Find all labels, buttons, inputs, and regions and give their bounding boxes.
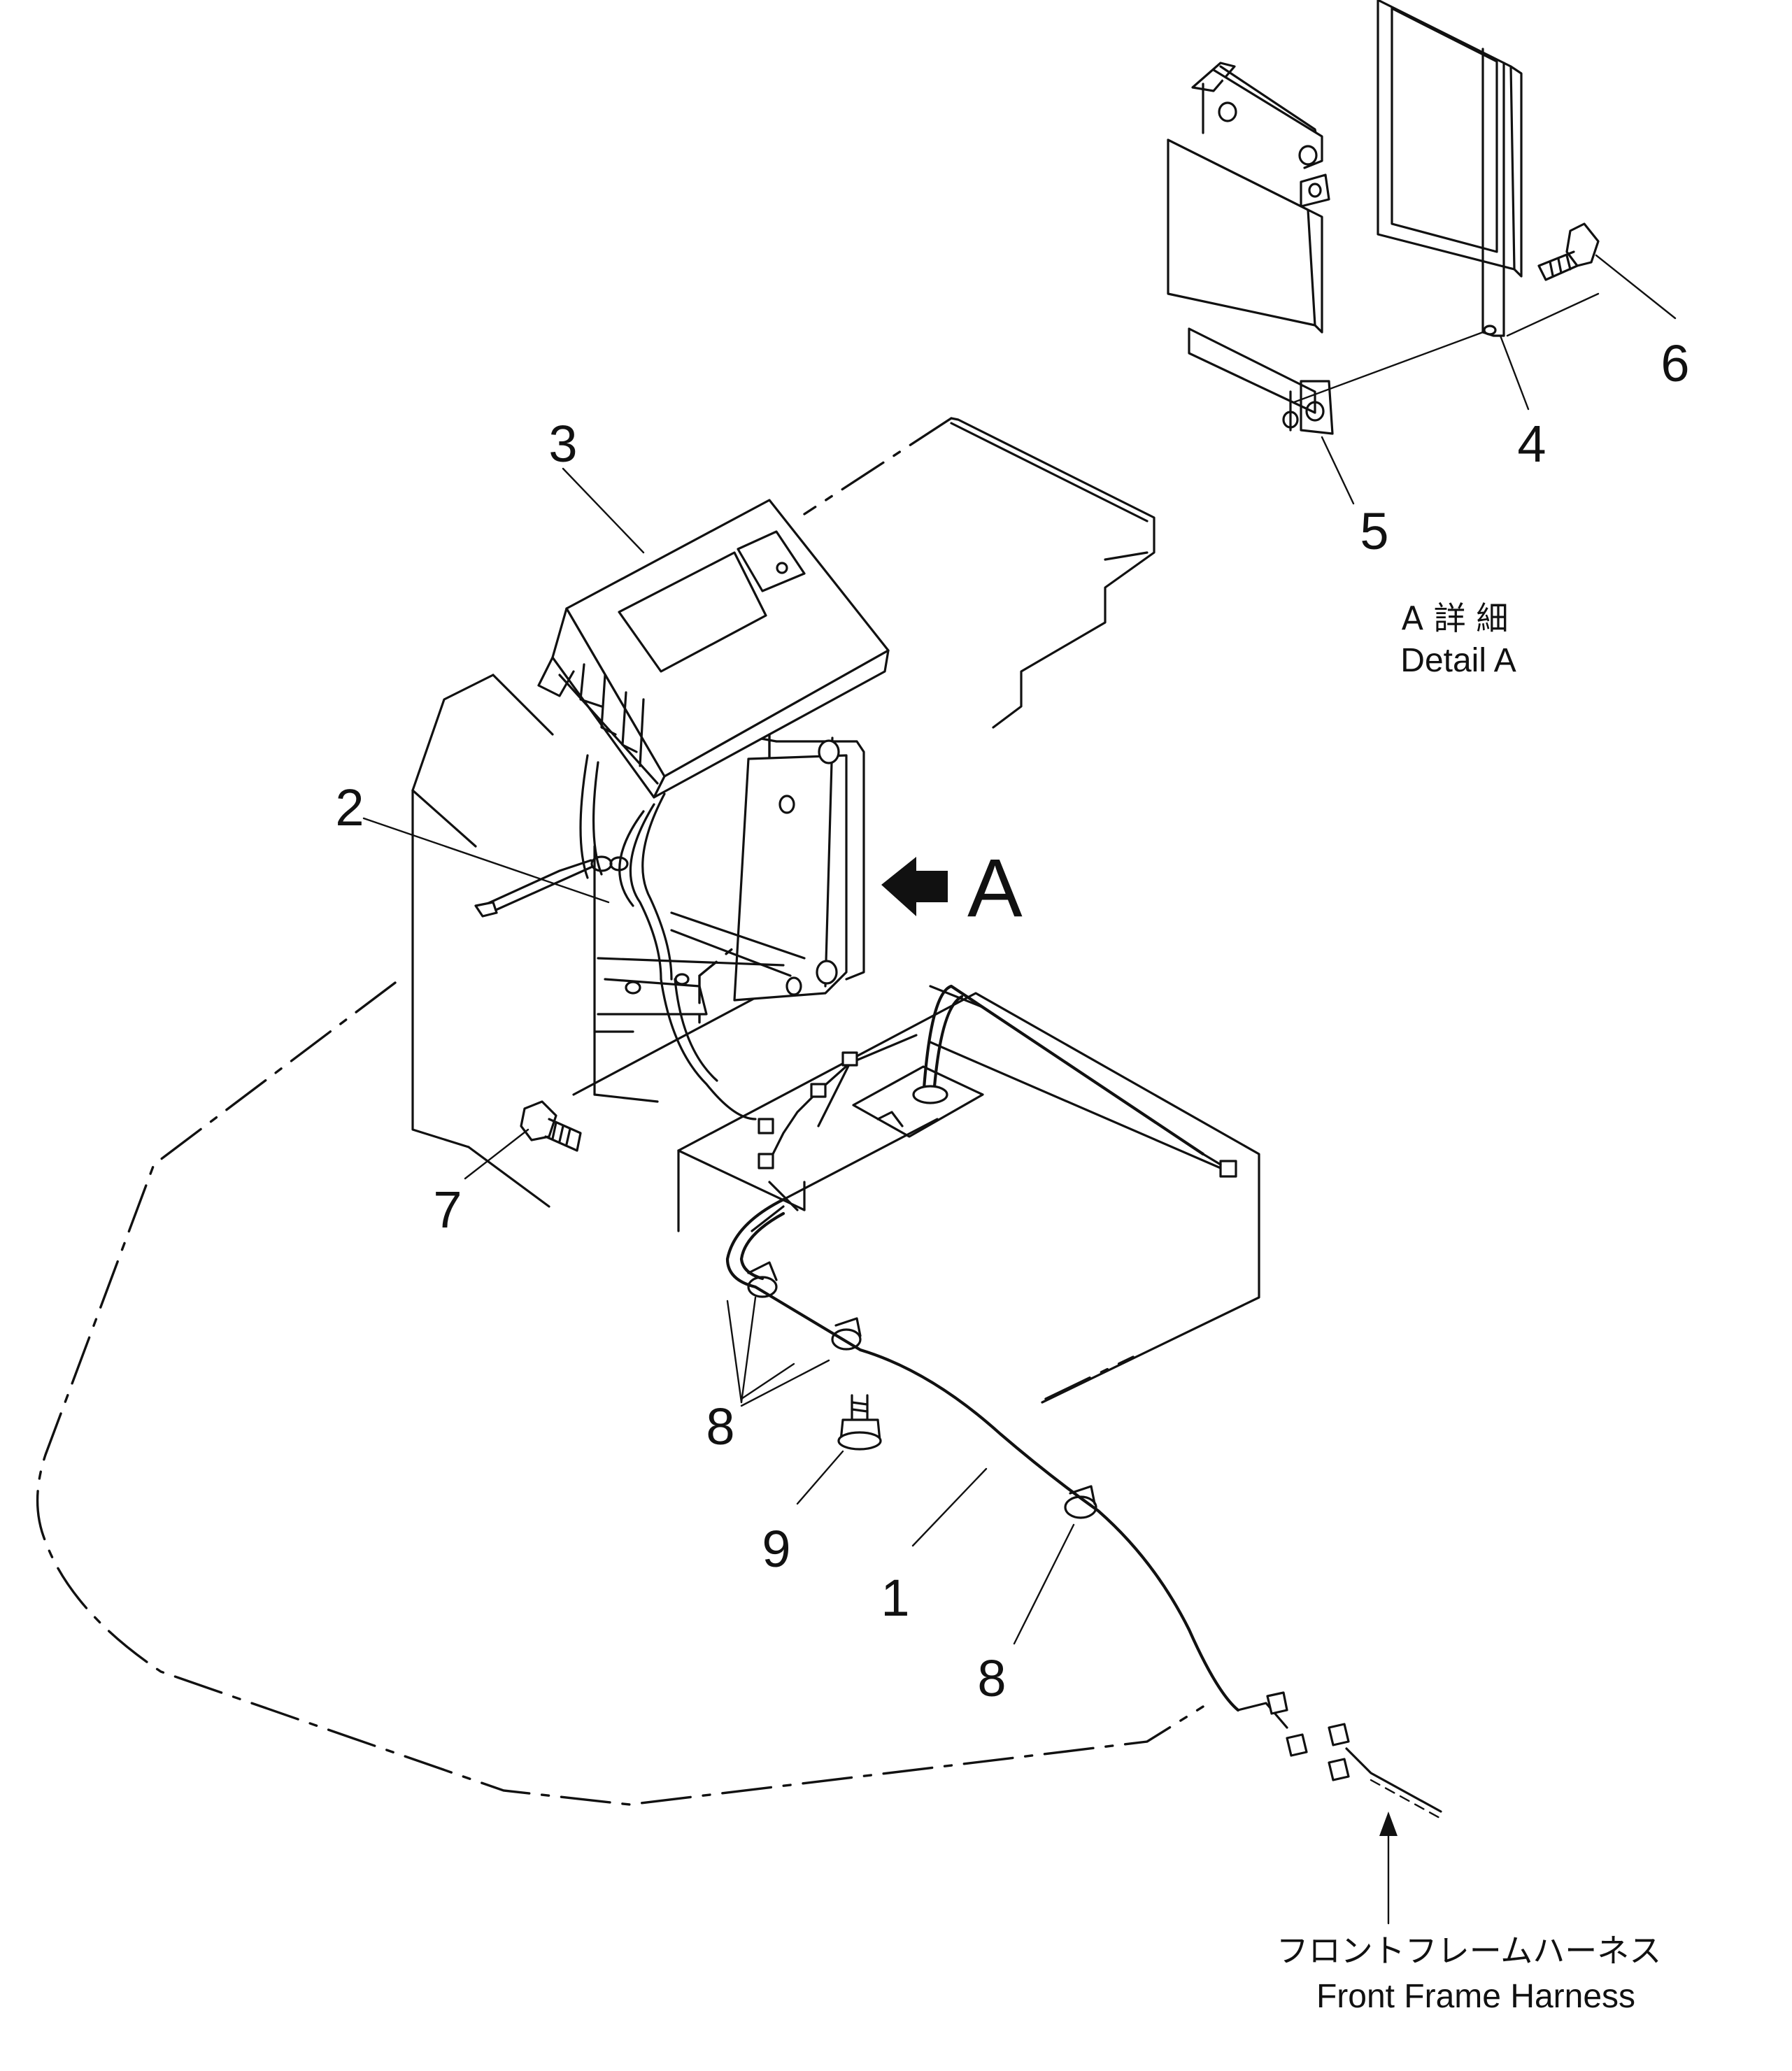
callout-5: 5 [1360, 502, 1388, 560]
harness-pointer-arrow-icon [1379, 1812, 1398, 1925]
callout-1: 1 [881, 1569, 909, 1627]
main-harness [725, 984, 1442, 1820]
callout-9: 9 [762, 1520, 790, 1578]
detail-label-en: Detail A [1400, 642, 1516, 679]
controller-unit [537, 499, 890, 799]
leader-lines [362, 254, 1677, 1645]
bolt-6-icon [1537, 222, 1600, 281]
view-arrow-a-icon [881, 857, 948, 916]
lower-platform [677, 985, 1260, 1404]
harness-label-jp: フロントフレームハーネス [1277, 1932, 1662, 1970]
callout-8-upper: 8 [706, 1397, 734, 1456]
controller-harness [474, 754, 757, 1120]
cover-plate [1377, 0, 1523, 337]
detail-label-jp: A 詳 細 [1402, 599, 1509, 637]
bracket [1167, 62, 1334, 435]
callout-4: 4 [1517, 415, 1546, 473]
bolt-7-icon [520, 1100, 582, 1152]
callout-8-lower: 8 [977, 1649, 1006, 1707]
frame-rail [950, 417, 1155, 729]
mounting-bracket-installed [593, 726, 865, 1033]
callout-6: 6 [1661, 334, 1689, 392]
bolt-9-icon [837, 1394, 882, 1451]
view-marker-a: A [967, 842, 1023, 934]
callout-3: 3 [548, 415, 577, 473]
harness-label-en: Front Frame Harness [1316, 1978, 1635, 2015]
callout-7: 7 [433, 1181, 462, 1239]
callout-2: 2 [335, 778, 364, 837]
